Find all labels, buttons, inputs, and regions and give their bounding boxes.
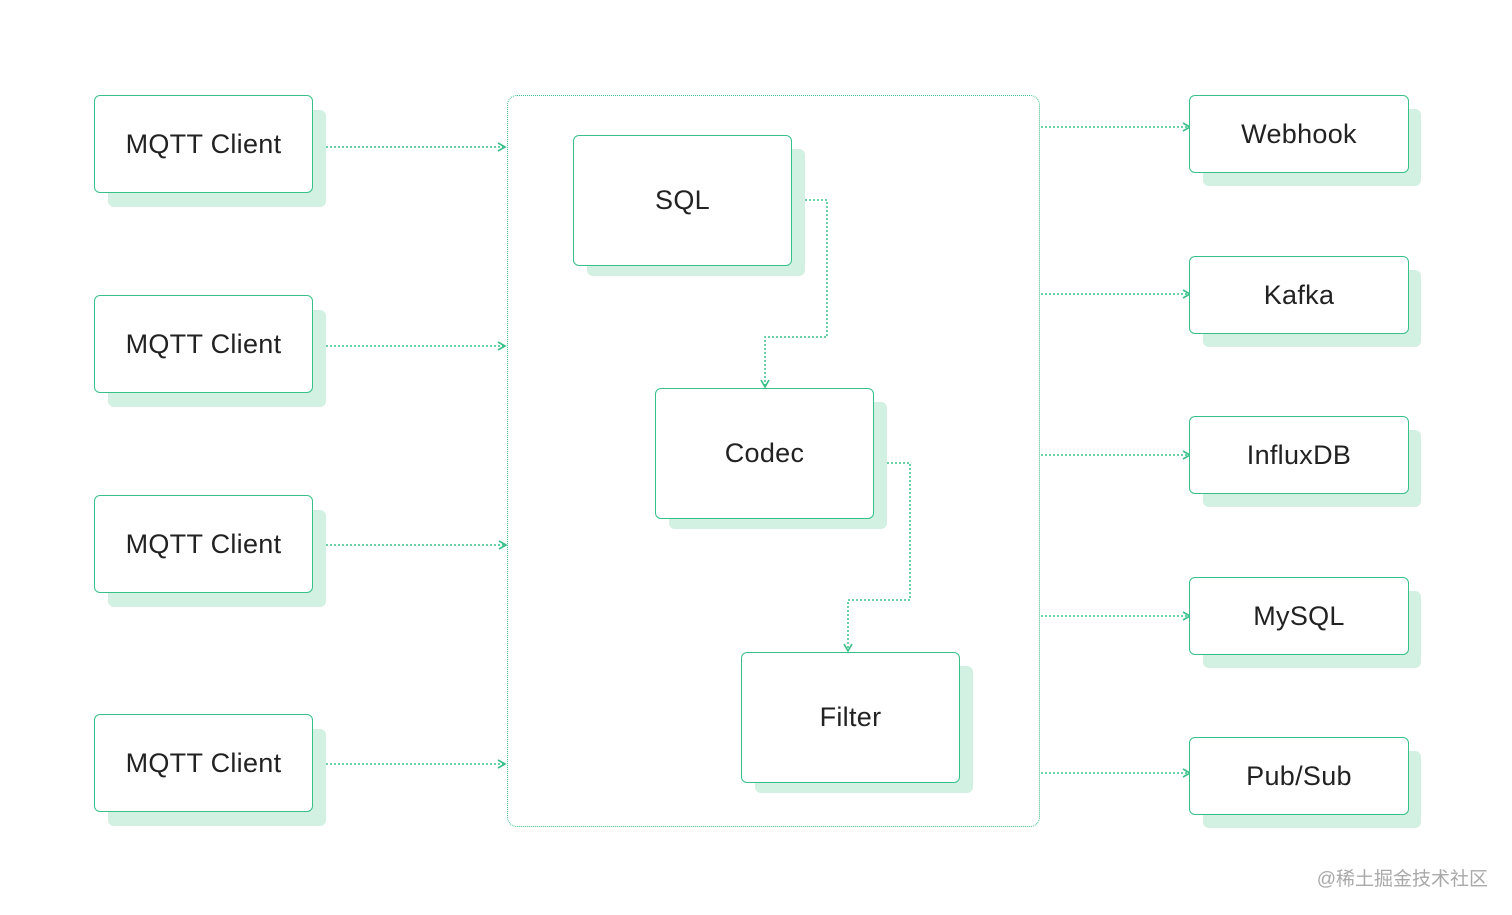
codec-step-box: Codec bbox=[655, 388, 874, 519]
mysql-box: MySQL bbox=[1189, 577, 1409, 655]
rule-engine-frame bbox=[507, 95, 1040, 827]
codec-to-filter-arrow bbox=[843, 462, 911, 653]
kafka-box: Kafka bbox=[1189, 256, 1409, 334]
webhook-box: Webhook bbox=[1189, 95, 1409, 173]
watermark: @稀土掘金技术社区 bbox=[1316, 869, 1488, 890]
mqtt-client-box: MQTT Client bbox=[94, 714, 313, 812]
mqtt-client-label: MQTT Client bbox=[125, 128, 282, 159]
sql-step-box: SQL bbox=[573, 135, 792, 266]
pubsub-label: Pub/Sub bbox=[1246, 760, 1352, 791]
mqtt-client-label: MQTT Client bbox=[125, 328, 282, 359]
mqtt-client-box: MQTT Client bbox=[94, 295, 313, 393]
mqtt-client-box: MQTT Client bbox=[94, 495, 313, 593]
mqtt-client-box: MQTT Client bbox=[94, 95, 313, 193]
webhook-label: Webhook bbox=[1241, 118, 1357, 149]
mysql-label: MySQL bbox=[1253, 600, 1345, 631]
filter-step-box: Filter bbox=[741, 652, 960, 783]
influxdb-label: InfluxDB bbox=[1246, 439, 1352, 470]
mqtt-client-label: MQTT Client bbox=[125, 528, 282, 559]
mqtt-client-label: MQTT Client bbox=[125, 747, 282, 778]
sql-to-codec-arrow bbox=[760, 199, 828, 389]
filter-step-label: Filter bbox=[819, 702, 882, 732]
kafka-label: Kafka bbox=[1263, 279, 1335, 310]
influxdb-box: InfluxDB bbox=[1189, 416, 1409, 494]
codec-step-label: Codec bbox=[724, 438, 805, 468]
sql-step-label: SQL bbox=[655, 185, 710, 215]
pubsub-box: Pub/Sub bbox=[1189, 737, 1409, 815]
